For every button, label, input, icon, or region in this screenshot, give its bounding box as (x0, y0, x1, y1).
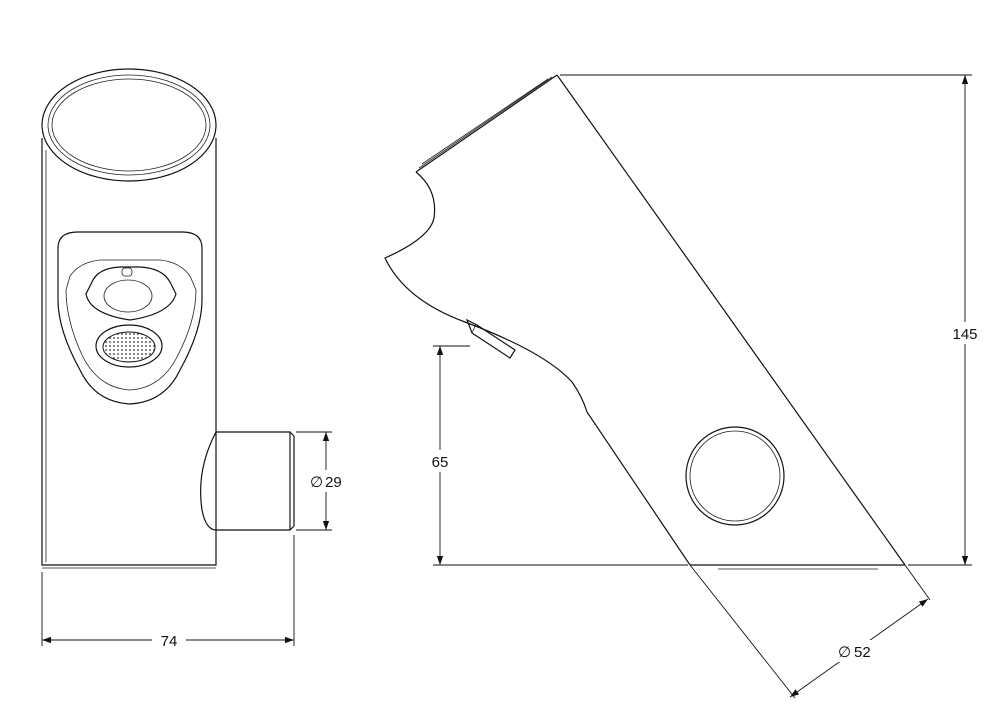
front-sensor-shield (57, 231, 203, 405)
outlet-diameter-value: 29 (325, 474, 342, 491)
front-body-outline (41, 138, 217, 566)
front-outlet-chamfer-bottom (289, 525, 295, 531)
front-width-value: 74 (161, 633, 178, 650)
dimension-total-height: 145 (560, 74, 986, 566)
front-sensor-tab (121, 267, 133, 277)
front-outlet-body (216, 431, 291, 531)
side-sensor-edge (471, 323, 477, 334)
front-outlet-chamfer-top (289, 431, 295, 437)
side-outlet-outer (685, 426, 785, 526)
outlet-diameter-symbol: ∅ (310, 474, 323, 491)
spout-height-value: 65 (432, 454, 449, 471)
side-sensor-window (465, 318, 516, 359)
side-top-face-inner2 (421, 78, 549, 165)
side-top-face (415, 74, 558, 173)
front-view (41, 68, 295, 569)
side-top-face-inner (418, 76, 553, 169)
dimension-spout-height: 65 (424, 345, 688, 566)
body-diameter-symbol: ∅ (838, 644, 851, 661)
front-top-cap-face (51, 78, 207, 172)
front-top-cap (41, 68, 217, 182)
front-aerator-mesh (102, 331, 156, 363)
front-sensor-lens (85, 266, 177, 321)
front-top-cap-inner (47, 74, 211, 176)
front-sensor-recess (65, 259, 197, 391)
side-back-outline (556, 74, 906, 566)
side-front-profile (384, 171, 691, 566)
side-outlet-inner (689, 430, 781, 522)
front-outlet-blend (200, 431, 217, 531)
side-view (384, 74, 906, 570)
total-height-value: 145 (952, 326, 977, 343)
front-aerator-outer (95, 324, 163, 368)
dimension-front-width: 74 (41, 535, 295, 650)
body-diameter-value: 52 (854, 644, 871, 661)
dimension-outlet-diameter: ∅ 29 (296, 431, 348, 531)
front-sensor-window (103, 279, 153, 313)
dimension-body-diameter: ∅ 52 (689, 564, 931, 699)
